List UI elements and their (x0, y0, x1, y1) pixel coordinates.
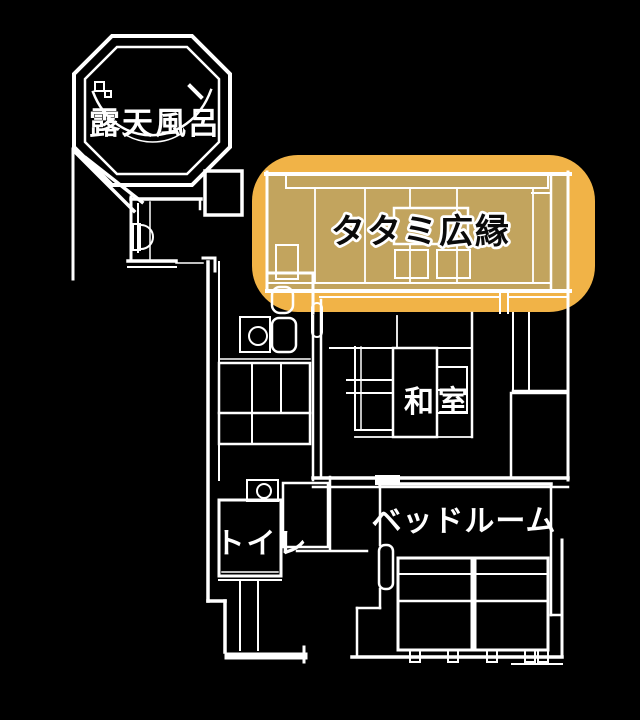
bedroom-area (350, 475, 564, 665)
highlight-room-fill (266, 172, 568, 290)
bed-leg (486, 649, 498, 663)
bath-rock (104, 90, 112, 98)
bathtub (270, 316, 298, 354)
label-bedroom: ベッドルーム (371, 504, 556, 539)
label-tatami-veranda: タタミ広縁 (331, 212, 511, 252)
entry-vestibule (203, 169, 244, 217)
bed-leg (447, 649, 459, 663)
bed-leg (409, 649, 421, 663)
bed-leg (537, 649, 549, 663)
bath-entry-door (270, 285, 295, 315)
bath-octagon-inner (83, 45, 221, 176)
bed-leg (524, 649, 536, 663)
bed (473, 556, 550, 652)
oshiire-closet (509, 391, 570, 480)
bath-walkway-wall (83, 155, 145, 205)
wall-block (375, 475, 400, 485)
toilet-area (217, 475, 369, 581)
hall-nook (281, 481, 330, 549)
sink-bowl (248, 326, 268, 346)
japanese-room-area (311, 311, 570, 489)
low-table (392, 206, 470, 246)
tatami-veranda-room (264, 170, 572, 482)
room-labels: 露天風呂 タタミ広縁 和室 トイレ ベッドルーム (89, 106, 556, 560)
bath-walkway-wall (71, 148, 137, 214)
bath-octagon-outer (72, 34, 232, 187)
washroom-area (217, 298, 323, 482)
open-air-bath-area (71, 34, 232, 281)
label-open-air-bath: 露天風呂 (89, 106, 221, 142)
bath-door-tick (187, 83, 204, 100)
toilet-tank-knob (256, 483, 272, 499)
highlight-region (252, 155, 595, 312)
entry-door-leaf (132, 223, 141, 251)
bath-tub-curve (91, 88, 213, 137)
entry-door-arc (139, 223, 154, 251)
entry-room (126, 169, 244, 273)
sliding-door (311, 302, 323, 338)
bath-water-line (121, 131, 184, 143)
floor-cushion (394, 249, 429, 279)
closet-grid (217, 361, 312, 446)
toilet-room (217, 498, 283, 578)
floor-cushion (436, 249, 471, 279)
label-toilet: トイレ (215, 526, 308, 560)
corner-cabinet (275, 244, 299, 280)
tokonoma-shelf (436, 389, 468, 414)
bath-rock (94, 81, 105, 92)
label-japanese-room: 和室 (404, 385, 472, 420)
bed (396, 556, 474, 652)
vanity-counter (239, 316, 271, 353)
plan-lines (71, 34, 572, 665)
bedroom-door (377, 543, 395, 591)
